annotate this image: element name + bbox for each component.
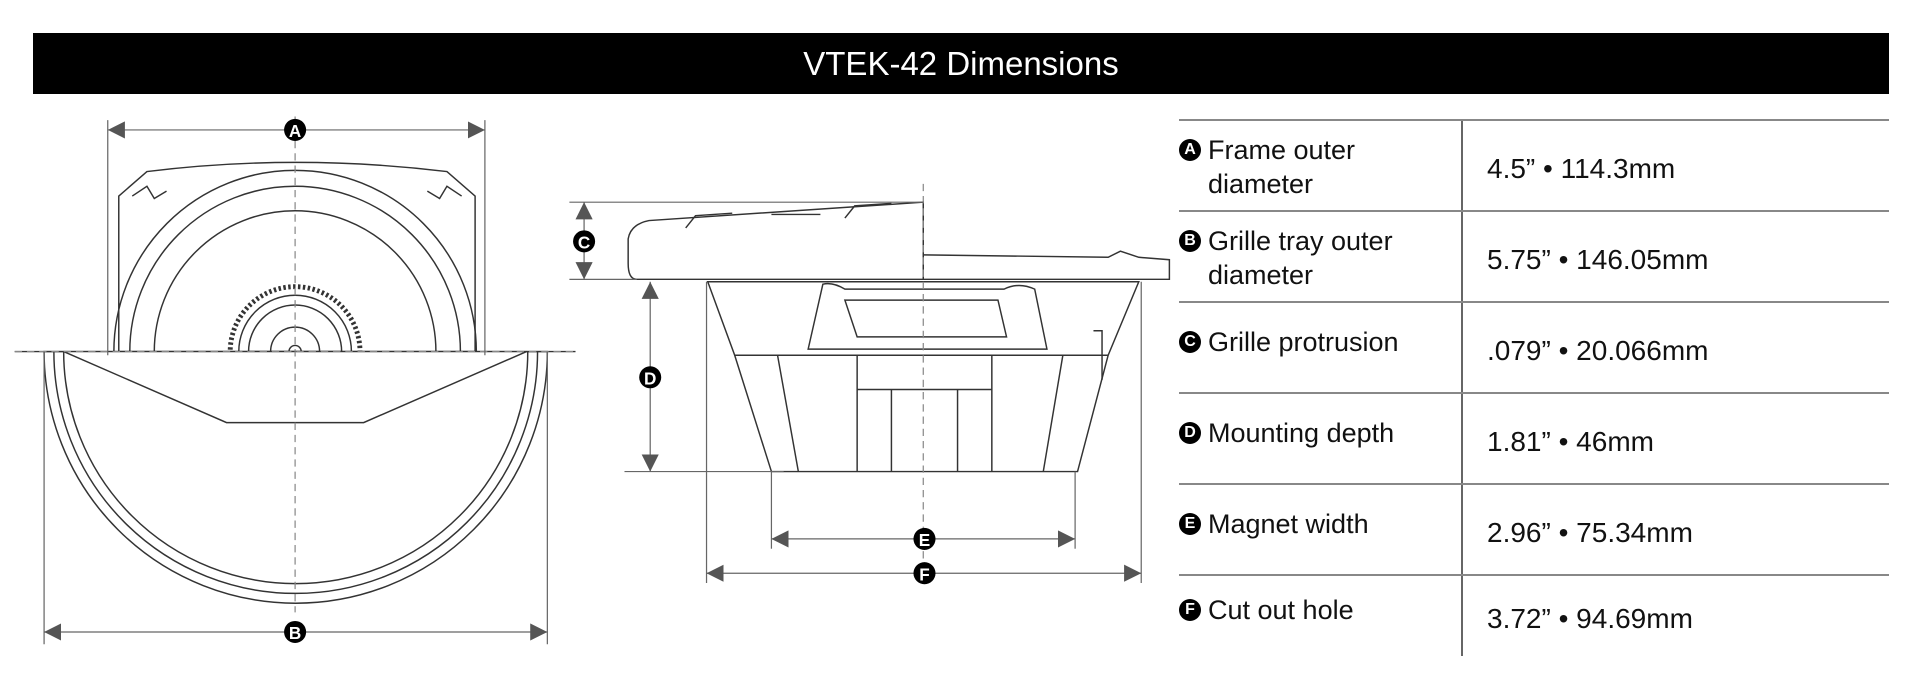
dimension-label-cell: D Mounting depth: [1179, 394, 1463, 483]
dimension-c: C: [569, 201, 924, 280]
dimension-label: Grille tray outer diameter: [1208, 226, 1393, 290]
dimension-label: Grille protrusion: [1208, 326, 1399, 357]
mount-slot-left: [131, 185, 167, 200]
mount-slot-right: [426, 185, 463, 200]
table-row: D Mounting depth 1.81” • 46mm: [1179, 392, 1889, 483]
page-title: VTEK-42 Dimensions: [803, 44, 1119, 82]
letter-badge: C: [1179, 330, 1201, 353]
letter-badge: A: [1179, 139, 1201, 161]
front-view: [14, 116, 576, 613]
dimension-label-cell: F Cut out hole: [1179, 576, 1463, 656]
title-bar: VTEK-42 Dimensions: [33, 33, 1889, 94]
dimension-label: Magnet width: [1208, 508, 1369, 539]
table-row: A Frame outer diameter 4.5” • 114.3mm: [1179, 119, 1889, 210]
table-row: F Cut out hole 3.72” • 94.69mm: [1179, 574, 1889, 656]
dimension-label-cell: C Grille protrusion: [1179, 303, 1463, 392]
dimension-label-cell: B Grille tray outer diameter: [1179, 212, 1463, 301]
label-d: D: [644, 369, 656, 389]
dimension-value: .079” • 20.066mm: [1487, 334, 1709, 366]
dimension-a: A: [107, 118, 486, 356]
letter-badge: F: [1179, 599, 1201, 621]
label-b: B: [289, 623, 301, 643]
dimension-value: 5.75” • 146.05mm: [1487, 243, 1709, 275]
dimension-f: F: [705, 281, 1142, 584]
dimension-e: E: [770, 471, 1076, 550]
dimension-label-cell: A Frame outer diameter: [1179, 121, 1463, 210]
dimensions-table: A Frame outer diameter 4.5” • 114.3mm B Gr…: [1179, 119, 1889, 656]
label-c: C: [578, 233, 590, 253]
table-row: B Grille tray outer diameter 5.75” • 146.…: [1179, 210, 1889, 301]
dimension-value: 2.96” • 75.34mm: [1487, 516, 1693, 548]
label-e: E: [919, 530, 930, 550]
dimension-label-cell: E Magnet width: [1179, 485, 1463, 574]
dimension-label: Frame outer diameter: [1208, 135, 1356, 199]
table-row: C Grille protrusion .079” • 20.066mm: [1179, 301, 1889, 392]
dimension-value: 1.81” • 46mm: [1487, 425, 1654, 457]
speaker-frame: [118, 161, 476, 353]
side-view: [627, 183, 1171, 588]
dimension-label: Cut out hole: [1208, 595, 1354, 625]
dimension-b: B: [43, 351, 548, 645]
dimension-value: 4.5” • 114.3mm: [1487, 152, 1676, 184]
dimension-d: D: [624, 281, 784, 473]
label-f: F: [919, 564, 929, 584]
letter-badge: D: [1179, 421, 1201, 444]
dimension-value: 3.72” • 94.69mm: [1487, 603, 1693, 634]
dimension-label: Mounting depth: [1208, 417, 1395, 448]
letter-badge: E: [1179, 512, 1201, 535]
letter-badge: B: [1179, 230, 1201, 252]
table-row: E Magnet width 2.96” • 75.34mm: [1179, 483, 1889, 574]
label-a: A: [289, 121, 301, 141]
